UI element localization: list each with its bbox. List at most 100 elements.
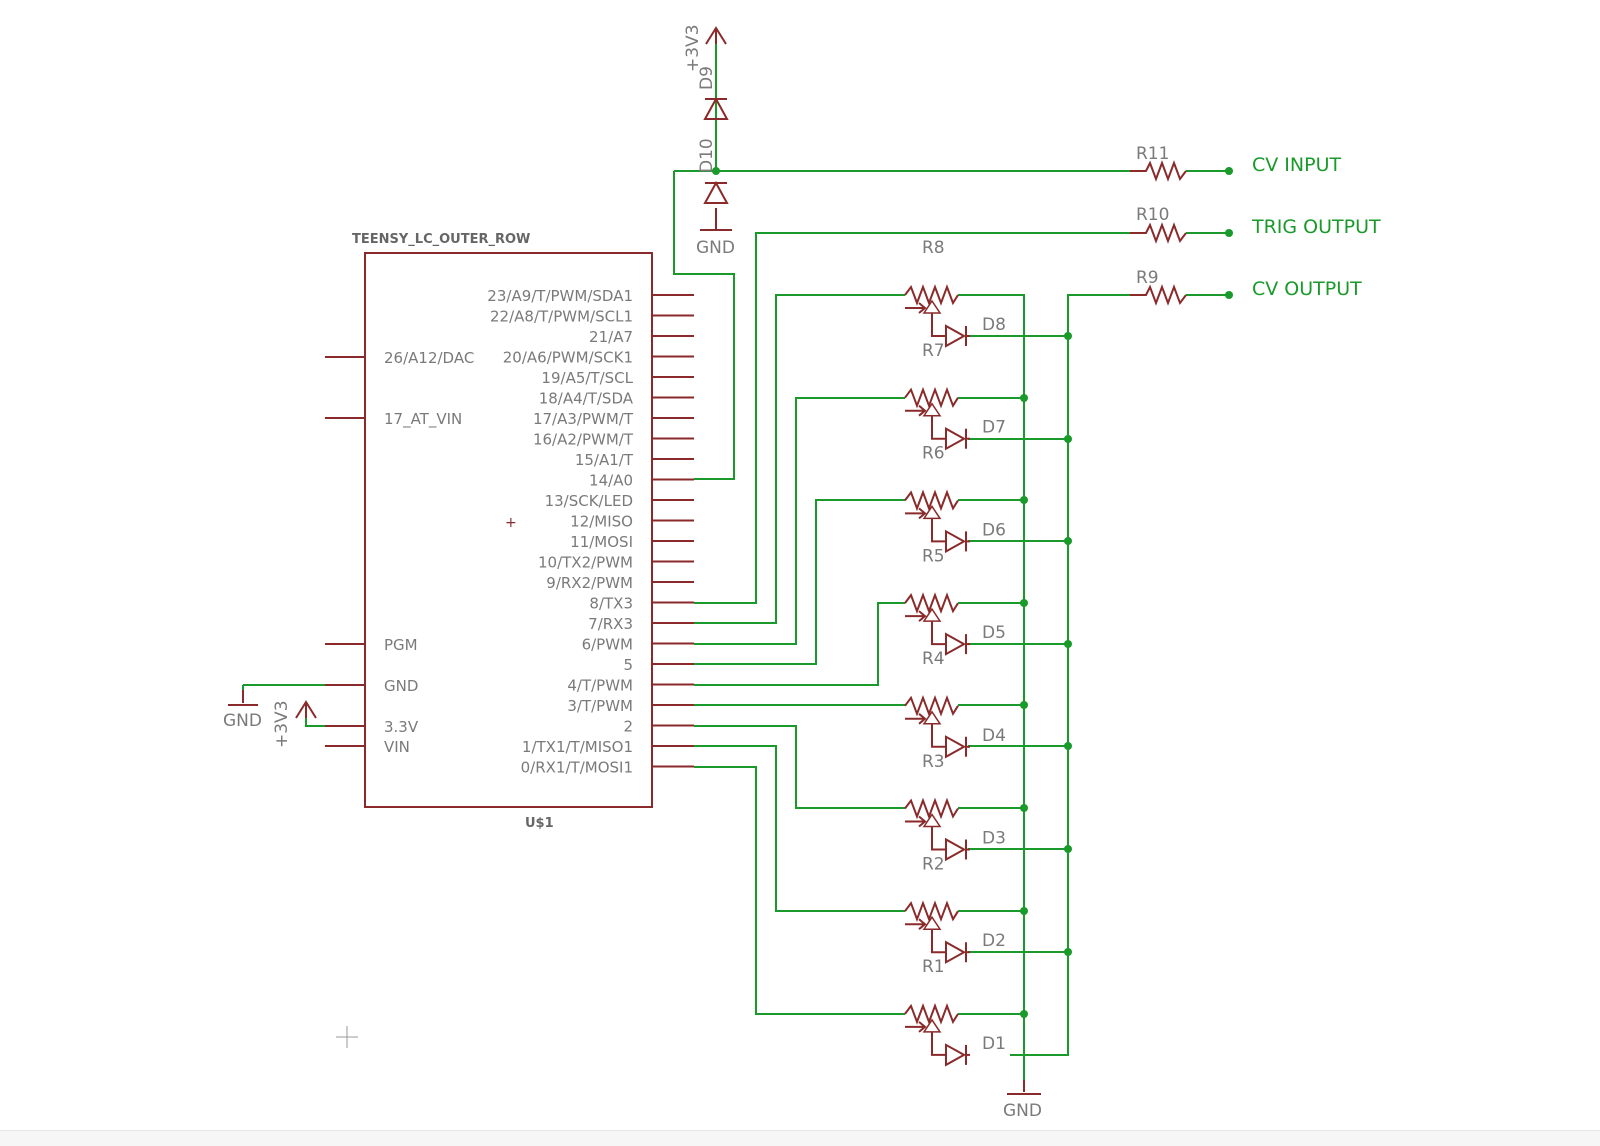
mcu-pin-label-right: 16/A2/PWM/T	[533, 431, 634, 449]
diode-label: D3	[982, 829, 1006, 849]
diode-d9-label: D9	[697, 66, 717, 90]
pot-label: R5	[922, 546, 945, 566]
wiper-lead	[931, 415, 946, 440]
wiper-triangle-icon	[922, 1018, 942, 1033]
channel-6[interactable]: R2 D3	[904, 797, 1006, 875]
diode-label: D7	[982, 418, 1006, 438]
mcu-name-label: TEENSY_LC_OUTER_ROW	[352, 232, 530, 247]
wire-pin2-pot6	[694, 725, 905, 809]
ground-icon	[228, 690, 258, 706]
junctions	[712, 167, 1233, 1018]
wiper-triangle-icon	[922, 710, 942, 725]
mcu-pin-label-right: 13/SCK/LED	[545, 492, 633, 510]
channel-8[interactable]: D1	[904, 1003, 1006, 1067]
junction-dot-icon	[1064, 948, 1072, 956]
resistor-r9[interactable]: R9	[1130, 268, 1187, 306]
ground-clamp[interactable]: GND	[696, 208, 735, 258]
supply-arrow-icon	[295, 700, 317, 719]
mcu-pin-label-right: 12/MISO	[570, 513, 633, 531]
wire-pin4-pot4	[694, 602, 905, 686]
channel-2[interactable]: R6 D7	[904, 386, 1006, 464]
potentiometer-icon	[904, 489, 959, 512]
wire-pin7-pot1	[694, 294, 905, 624]
junction-dot-icon	[1020, 1010, 1028, 1018]
mcu-pin-label-right: 7/RX3	[588, 615, 633, 633]
junction-dot-icon	[1225, 167, 1233, 175]
wiper-triangle-icon	[922, 915, 942, 930]
mcu-right-pins: 23/A9/T/PWM/SDA122/A8/T/PWM/SCL121/A720/…	[487, 287, 694, 777]
junction-dot-icon	[1020, 496, 1028, 504]
diode-icon	[945, 324, 967, 348]
diode-d10[interactable]: D10	[697, 138, 729, 204]
mcu-pin-label-right: 20/A6/PWM/SCK1	[503, 349, 633, 367]
supply-left[interactable]: +3V3	[272, 700, 317, 748]
net-label-trig-output[interactable]: TRIG OUTPUT	[1251, 216, 1381, 238]
junction-dot-icon	[1225, 229, 1233, 237]
diode-icon	[945, 735, 967, 759]
wiper-triangle-icon	[922, 607, 942, 622]
potentiometer-icon	[904, 592, 959, 614]
wiper-lead	[931, 826, 946, 851]
diode-label: D8	[982, 315, 1006, 335]
resistor-r10-label: R10	[1136, 205, 1169, 225]
diode-icon	[945, 837, 967, 862]
channel-3[interactable]: R5 D6	[904, 489, 1006, 566]
supply-top[interactable]: +3V3	[683, 24, 727, 72]
pot-label: R2	[922, 855, 945, 875]
mcu-pin-label-right: 3/T/PWM	[567, 697, 633, 715]
ground-left[interactable]: GND	[223, 690, 262, 731]
diode-icon	[703, 96, 729, 120]
wiper-triangle-icon	[922, 505, 942, 520]
mcu-pin-label-left: 26/A12/DAC	[384, 349, 474, 367]
net-label-cv-input[interactable]: CV INPUT	[1252, 154, 1341, 176]
wiper-lead	[931, 313, 946, 337]
junction-dot-icon	[1064, 845, 1072, 853]
wiper-arrow-icon	[905, 404, 927, 417]
resistor-r11[interactable]: R11	[1130, 144, 1187, 182]
ground-bottom[interactable]: GND	[1003, 1080, 1042, 1121]
wiper-lead	[931, 1031, 946, 1056]
wiper-arrow-icon	[905, 302, 927, 314]
mcu-pin-label-right: 11/MOSI	[570, 533, 633, 551]
diode-d9[interactable]: D9	[697, 66, 729, 120]
junction-dot-icon	[1020, 907, 1028, 915]
wire-pin6-pot2	[694, 397, 905, 645]
junction-dot-icon	[1020, 804, 1028, 812]
resistor-icon	[1130, 222, 1187, 244]
mcu-ref-label: U$1	[525, 816, 554, 831]
diode-label: D4	[982, 726, 1006, 746]
wiper-lead	[931, 621, 946, 646]
wiper-arrow-icon	[905, 713, 927, 725]
wire-trig-output	[694, 232, 1130, 604]
supply-left-label: +3V3	[272, 700, 292, 748]
mcu-pin-label-right: 23/A9/T/PWM/SDA1	[487, 287, 633, 305]
diode-icon	[945, 529, 967, 554]
diode-icon	[945, 632, 967, 656]
ground-left-label: GND	[223, 711, 262, 731]
wiper-arrow-icon	[905, 507, 927, 520]
pot-label: R6	[922, 444, 945, 464]
junction-dot-icon	[1064, 640, 1072, 648]
mcu-teensy-lc[interactable]: TEENSY_LC_OUTER_ROW U$1 + 26/A12/DAC17_A…	[325, 232, 694, 831]
diode-label: D6	[982, 520, 1006, 540]
wire-pot-bus	[958, 294, 1025, 1090]
wiper-arrow-icon	[905, 1021, 927, 1033]
mcu-pin-label-right: 9/RX2/PWM	[546, 574, 633, 592]
junction-dot-icon	[1064, 537, 1072, 545]
resistor-r10[interactable]: R10	[1130, 205, 1187, 244]
resistor-icon	[1130, 160, 1187, 182]
wiper-triangle-icon	[922, 402, 942, 417]
diode-d10-label: D10	[697, 138, 717, 173]
junction-dot-icon	[1064, 332, 1072, 340]
mcu-pin-label-right: 1/TX1/T/MISO1	[522, 738, 633, 756]
ground-icon	[700, 208, 732, 231]
supply-arrow-icon	[705, 26, 727, 45]
net-label-cv-output[interactable]: CV OUTPUT	[1252, 278, 1362, 300]
diode-icon	[945, 427, 967, 451]
